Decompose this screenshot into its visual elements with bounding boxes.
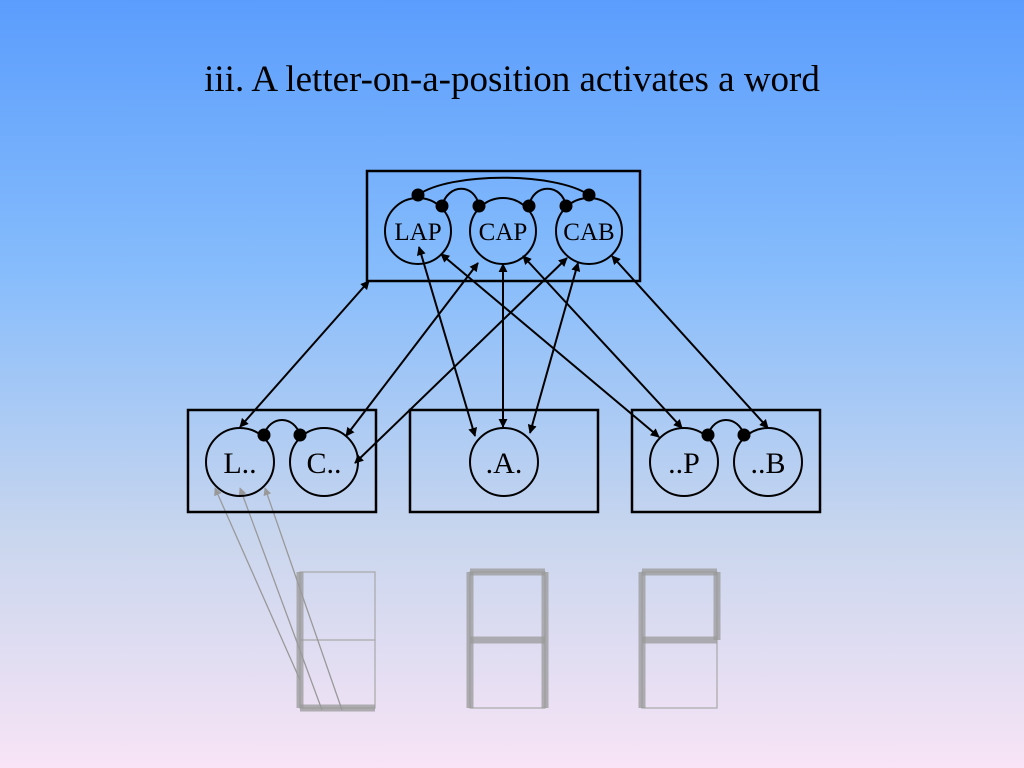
inhibit-lap-cab — [417, 176, 590, 196]
letter-node-label: ..P — [668, 447, 700, 480]
feature-arrow-1 — [214, 487, 301, 681]
link-box-l — [239, 280, 370, 428]
feature-panel-2 — [466, 568, 549, 709]
letter-node-label: .A. — [486, 447, 523, 480]
letter-node-label: ..B — [750, 447, 785, 480]
letter-node-label: C.. — [306, 447, 341, 480]
feature-arrow-2 — [238, 487, 323, 711]
feature-panel-3 — [638, 568, 721, 709]
word-node-label: LAP — [394, 219, 441, 246]
letter-node-p: ..P — [649, 427, 719, 497]
feature-to-letter-arrows — [214, 487, 343, 711]
letter-inhibition-dots — [257, 428, 751, 442]
letter-node-b: ..B — [733, 427, 803, 497]
letter-position-box-3 — [630, 408, 822, 514]
letter-position-box-1 — [186, 408, 378, 514]
letter-node-a: .A. — [469, 427, 539, 497]
word-node-label: CAP — [479, 219, 528, 246]
letter-node-label: L.. — [223, 447, 256, 480]
letter-word-connections — [239, 246, 769, 464]
feature-panel-1 — [296, 571, 376, 712]
feature-arrow-3 — [263, 487, 343, 711]
slide-title: iii. A letter-on-a-position activates a … — [204, 59, 820, 100]
letter-feature-panels — [214, 487, 721, 712]
word-node-label: CAB — [563, 219, 614, 246]
letter-node-c: C.. — [289, 427, 359, 497]
letter-node-l: L.. — [205, 427, 275, 497]
link-cab-b — [611, 255, 769, 429]
link-cab-c — [354, 257, 568, 464]
word-inhibition-dots — [411, 188, 596, 213]
word-node-cap: CAP — [469, 197, 537, 265]
